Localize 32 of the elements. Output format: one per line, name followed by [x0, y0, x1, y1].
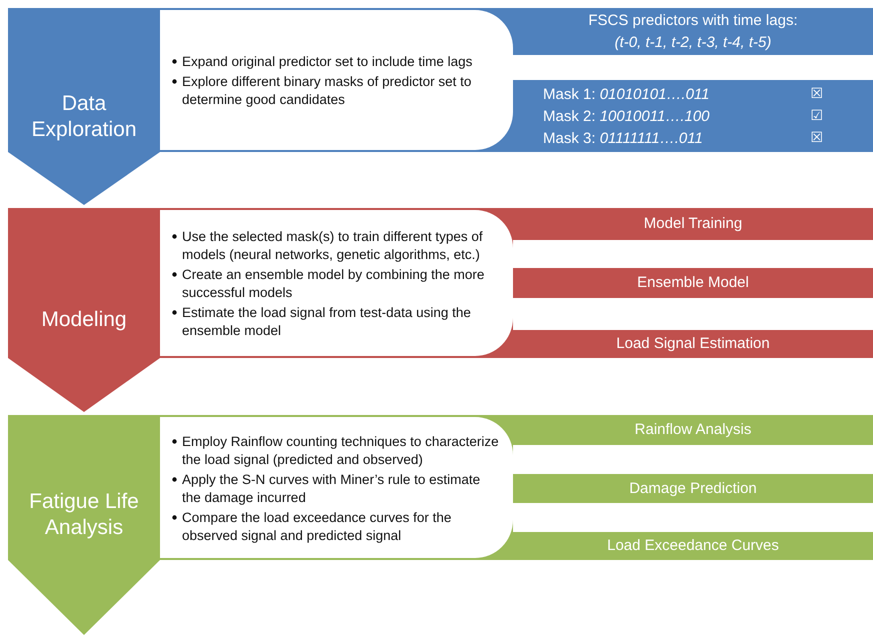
bullet-point: Expand original predictor set to include time lags — [182, 53, 474, 71]
text-panel — [160, 210, 513, 356]
stage-title: Fatigue Life Analysis — [28, 489, 140, 541]
bullet-point: Apply the S-N curves with Miner’s rule to estimate the damage incurred — [182, 470, 482, 506]
text-panel — [160, 417, 513, 558]
step-bar: Rainflow Analysis — [513, 415, 873, 445]
mask-entry: Mask 1: 01010101….011 — [543, 86, 710, 102]
stage-block — [8, 415, 160, 560]
checkbox-mark: ☑ — [810, 108, 823, 124]
chevron-arrow — [8, 358, 160, 412]
step-bar: Load Signal Estimation — [513, 330, 873, 358]
chevron-arrow — [8, 560, 160, 635]
bullet-point: Explore different binary masks of predictor set to determine good candidates — [182, 73, 472, 109]
bullet-point: Employ Rainflow counting techniques to characterize the load signal (predicted and observed) — [182, 432, 499, 468]
stage-title: Modeling — [40, 307, 128, 333]
bullet-point: Estimate the load signal from test-data using the ensemble model — [182, 304, 472, 340]
chevron-arrow — [8, 152, 160, 205]
mask-entry: Mask 3: 01111111….011 — [543, 130, 703, 146]
step-bar: Damage Prediction — [513, 474, 873, 503]
bullet-point: Create an ensemble model by combining the more successful models — [182, 266, 486, 302]
mask-entry: Mask 2: 10010011….100 — [543, 108, 710, 124]
step-bar: Model Training — [513, 208, 873, 240]
bullet-point: Use the selected mask(s) to train different types of models (neural networks, genetic algorithms, etc.) — [182, 228, 484, 264]
mask-panel — [513, 80, 873, 152]
bullet-point: Compare the load exceedance curves for the observed signal and predicted signal — [182, 508, 452, 544]
checkbox-mark: ☒ — [810, 86, 823, 102]
checkbox-mark: ☒ — [810, 130, 823, 146]
text-panel — [160, 10, 513, 150]
step-bar: FSCS predictors with time lags: (t-0, t-1, t-2, t-3, t-4, t-5) — [513, 8, 873, 55]
step-bar: Load Exceedance Curves — [513, 532, 873, 560]
stage-title: Data Exploration — [30, 91, 138, 143]
step-bar: Ensemble Model — [513, 268, 873, 298]
